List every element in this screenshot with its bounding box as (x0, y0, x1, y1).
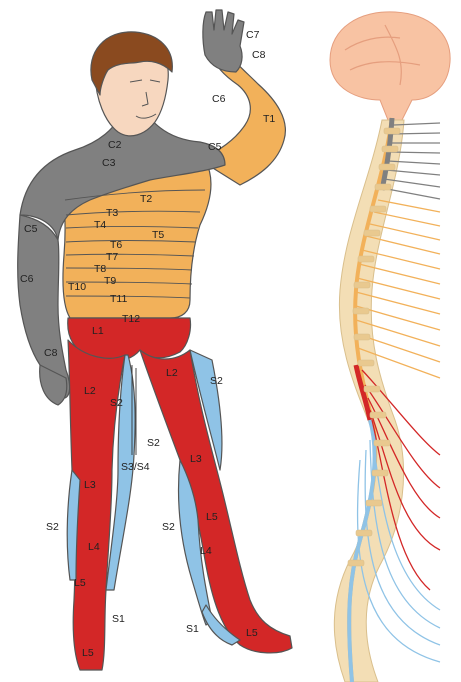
label-l2-right: L2 (166, 367, 178, 379)
dermatome-raised-hand (203, 10, 244, 72)
body-figure (18, 10, 292, 670)
label-l4-right: L4 (200, 545, 212, 557)
label-s3s4: S3/S4 (121, 461, 150, 473)
label-t3: T3 (106, 207, 118, 219)
label-c6-arm: C6 (20, 273, 34, 285)
label-t7: T7 (106, 251, 118, 263)
label-s2-left-shin: S2 (46, 521, 59, 533)
label-t10: T10 (68, 281, 86, 293)
label-t5: T5 (152, 229, 164, 241)
label-c8-arm: C8 (44, 347, 58, 359)
label-s2-right-shin: S2 (162, 521, 175, 533)
label-t1: T1 (263, 113, 275, 125)
label-l5-left-foot: L5 (82, 647, 94, 659)
label-c5-shoulder: C5 (208, 141, 222, 153)
label-c5-arm: C5 (24, 223, 38, 235)
label-c8-hand: C8 (252, 49, 266, 61)
label-l3-right: L3 (190, 453, 202, 465)
label-c7: C7 (246, 29, 260, 41)
label-l1: L1 (92, 325, 104, 337)
brain (330, 12, 450, 120)
label-s2-inner: S2 (110, 397, 123, 409)
label-c2: C2 (108, 139, 122, 151)
label-l4-left: L4 (88, 541, 100, 553)
label-t12: T12 (122, 313, 140, 325)
label-c3: C3 (102, 157, 116, 169)
label-c6-hand: C6 (212, 93, 226, 105)
label-t4: T4 (94, 219, 106, 231)
label-l2-left: L2 (84, 385, 96, 397)
label-l3-left: L3 (84, 479, 96, 491)
label-t2: T2 (140, 193, 152, 205)
label-s1-left: S1 (112, 613, 125, 625)
label-l5-right: L5 (206, 511, 218, 523)
label-t8: T8 (94, 263, 106, 275)
label-s2-outer-right: S2 (210, 375, 223, 387)
label-l5-left: L5 (74, 577, 86, 589)
label-t11: T11 (110, 293, 127, 305)
label-s1-right: S1 (186, 623, 199, 635)
label-l5-right-foot: L5 (246, 627, 258, 639)
label-s2-mid: S2 (147, 437, 160, 449)
label-t6: T6 (110, 239, 122, 251)
spinal-cord-panel (330, 12, 450, 682)
label-t9: T9 (104, 275, 116, 287)
